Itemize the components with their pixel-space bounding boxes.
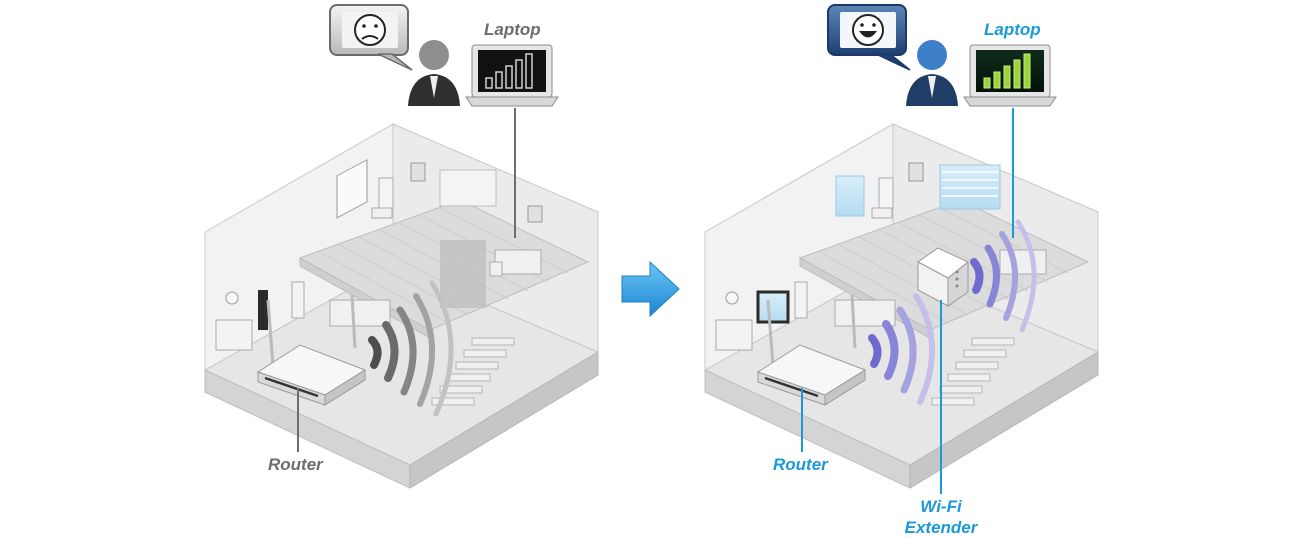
laptop-label-after: Laptop [984, 20, 1041, 39]
router-label-after: Router [773, 455, 828, 474]
wifi-waves-before [368, 280, 454, 417]
small-frame [410, 162, 426, 182]
wifi-waves-router-after [868, 293, 936, 405]
laptop-before [465, 44, 559, 107]
router-after [756, 294, 867, 406]
house-before [203, 108, 600, 489]
laptop-label-before: Laptop [484, 20, 541, 39]
extender-label-line2: Extender [904, 518, 978, 537]
side-frame [527, 205, 543, 223]
person-before [408, 40, 460, 106]
cabinet [715, 319, 753, 351]
happy-speech-bubble [827, 4, 911, 71]
speaker [291, 281, 305, 319]
small-frame [908, 162, 924, 182]
wall-clock [225, 291, 239, 305]
wifi-waves-extender [970, 219, 1037, 333]
sad-speech-bubble [329, 4, 413, 71]
desk [494, 249, 542, 275]
wifi-extender [917, 247, 969, 307]
speaker [794, 281, 808, 319]
picture-frame [336, 159, 368, 219]
interference-wall [440, 240, 486, 308]
cabinet [215, 319, 253, 351]
stairs [431, 337, 515, 406]
signal-bars-after [983, 53, 1031, 89]
desk-chair [489, 261, 503, 277]
window-blinds [942, 171, 998, 197]
box [871, 207, 893, 219]
right-arrow-icon [621, 260, 680, 318]
desk [999, 249, 1047, 275]
wall-window [439, 169, 497, 207]
house-floor-right [409, 351, 599, 489]
person-after [906, 40, 958, 106]
wall-clock [725, 291, 739, 305]
happy-face-icon [852, 14, 884, 46]
shelf [878, 177, 894, 209]
sofa [329, 299, 391, 327]
router-label-before: Router [268, 455, 323, 474]
picture-frame-blue [835, 175, 865, 217]
shelf [378, 177, 394, 209]
sad-face-icon [354, 14, 386, 46]
extender-label-after: Wi-Fi Extender [891, 496, 991, 538]
box [371, 207, 393, 219]
extender-label-line1: Wi-Fi [920, 497, 962, 516]
tv-stand [258, 290, 268, 330]
house-after [703, 108, 1100, 494]
house-floor-right [909, 351, 1099, 489]
tv-screen [756, 290, 790, 324]
router-before [256, 294, 367, 406]
stairs [931, 337, 1015, 406]
laptop-after [963, 44, 1057, 107]
signal-bars-before [485, 53, 533, 89]
